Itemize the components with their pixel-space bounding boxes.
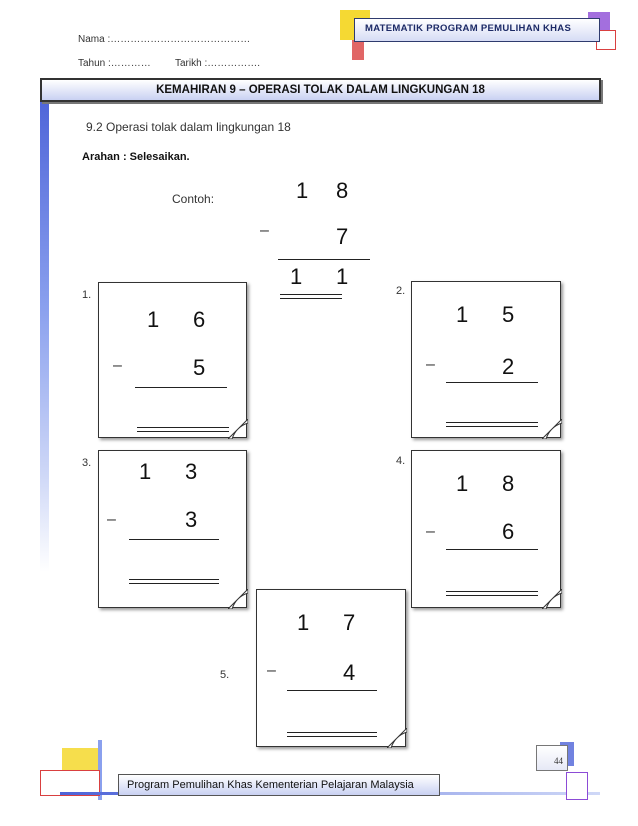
q3-top-ones: 3 — [185, 459, 198, 484]
question-card-4: 1 8 – 6 — [411, 450, 562, 609]
q4-sub-ones: 6 — [502, 519, 515, 544]
example-rule — [278, 259, 370, 260]
question-number: 2. — [396, 285, 406, 297]
q2-answer-line[interactable] — [446, 422, 538, 427]
q2-rule — [446, 382, 538, 383]
example-sub-ones: 7 — [336, 224, 349, 249]
left-decorative-bar — [40, 92, 49, 572]
q5-minus: – — [267, 662, 276, 679]
q1-minus: – — [113, 357, 122, 374]
page-number: 44 — [536, 745, 568, 771]
question-number: 5. — [220, 669, 230, 681]
question-number: 3. — [82, 457, 92, 469]
q4-answer-line[interactable] — [446, 591, 538, 596]
q2-minus: – — [426, 356, 435, 373]
question-card-5: 1 7 – 4 — [256, 589, 407, 748]
q2-top-ones: 5 — [502, 302, 515, 327]
example-top-ones: 8 — [336, 178, 349, 203]
q5-top-ones: 7 — [343, 610, 356, 635]
example-top-tens: 1 — [296, 178, 309, 203]
example-ans-ones: 1 — [336, 264, 349, 289]
question-card-1: 1 6 – 5 — [98, 282, 248, 439]
decor-square — [566, 772, 588, 800]
q4-minus: – — [426, 523, 435, 540]
example-minus: – — [260, 222, 269, 239]
q3-top-tens: 1 — [139, 459, 152, 484]
tahun-field: Tahun :………… — [78, 58, 151, 69]
q2-top-tens: 1 — [456, 302, 469, 327]
q1-rule — [135, 387, 227, 388]
q1-sub-ones: 5 — [193, 355, 206, 380]
decor-square — [98, 740, 102, 800]
q1-top-ones: 6 — [193, 307, 206, 332]
page-curl-icon — [542, 589, 562, 609]
question-card-3: 1 3 – 3 — [98, 450, 248, 609]
example-double-rule — [280, 294, 342, 299]
q5-sub-ones: 4 — [343, 660, 356, 685]
example-label: Contoh: — [172, 192, 215, 206]
q3-sub-ones: 3 — [185, 507, 198, 532]
q1-top-tens: 1 — [147, 307, 160, 332]
page-curl-icon — [228, 419, 248, 439]
example-ans-tens: 1 — [290, 264, 303, 289]
q4-top-ones: 8 — [502, 471, 515, 496]
instruction: Arahan : Selesaikan. — [82, 151, 190, 163]
tarikh-field: Tarikh :……………. — [175, 58, 261, 69]
q5-rule — [287, 690, 377, 691]
page-curl-icon — [228, 589, 248, 609]
q5-top-tens: 1 — [297, 610, 310, 635]
q3-answer-line[interactable] — [129, 579, 219, 584]
footer-program-text: Program Pemulihan Khas Kementerian Pelaj… — [118, 774, 440, 796]
q1-answer-line[interactable] — [137, 427, 229, 432]
q4-rule — [446, 549, 538, 550]
q5-answer-line[interactable] — [287, 732, 377, 737]
question-number: 1. — [82, 289, 92, 301]
nama-field: Nama :…………………………………… — [78, 34, 251, 45]
question-number: 4. — [396, 455, 406, 467]
program-badge: MATEMATIK PROGRAM PEMULIHAN KHAS — [354, 18, 600, 42]
q3-minus: – — [107, 511, 116, 528]
page-curl-icon — [542, 419, 562, 439]
question-card-2: 1 5 – 2 — [411, 281, 562, 439]
page-curl-icon — [387, 728, 407, 748]
page-title: KEMAHIRAN 9 – OPERASI TOLAK DALAM LINGKU… — [40, 78, 601, 102]
q2-sub-ones: 2 — [502, 354, 515, 379]
q3-rule — [129, 539, 219, 540]
decor-square — [352, 40, 364, 60]
decor-square — [40, 770, 100, 796]
q4-top-tens: 1 — [456, 471, 469, 496]
subtitle: 9.2 Operasi tolak dalam lingkungan 18 — [86, 120, 291, 134]
